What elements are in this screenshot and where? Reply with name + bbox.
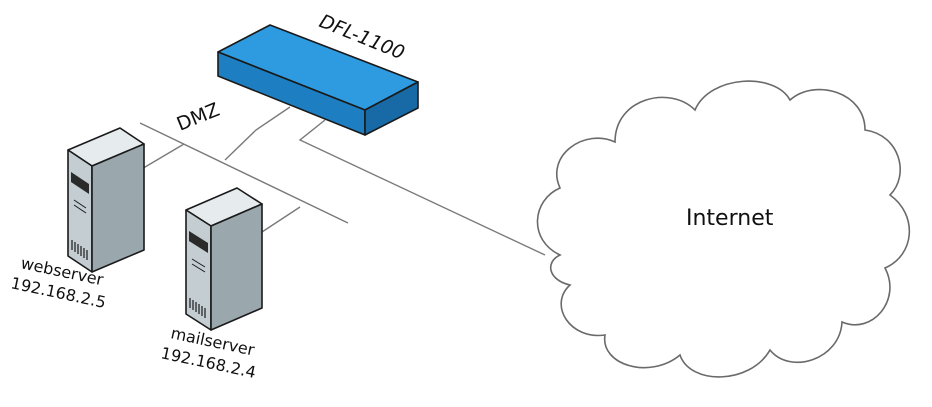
- mailserver-dmz-cable: [261, 206, 301, 233]
- webserver-vents: [71, 240, 88, 260]
- dmz-network-line: [139, 122, 349, 224]
- firewall-internet-cable: [298, 119, 546, 256]
- mailserver-side: [210, 203, 263, 331]
- webserver-front: [67, 149, 93, 273]
- mailserver-drive-bay: [189, 231, 208, 253]
- mailserver-icon: mailserver 192.168.2.4: [159, 187, 263, 382]
- webserver-icon: webserver 192.168.2.5: [9, 127, 145, 312]
- webserver-side: [91, 143, 145, 273]
- firewall-dmz-cable: [224, 106, 291, 161]
- firewall-device: DFL-1100: [217, 10, 419, 136]
- internet-cloud: Internet: [536, 80, 911, 378]
- cloud-shape: [536, 80, 911, 378]
- firewall-side: [364, 81, 419, 136]
- webserver-drive-bay: [71, 172, 89, 194]
- webserver-dmz-cable: [139, 143, 185, 171]
- mailserver-vents: [189, 298, 206, 318]
- internet-label: Internet: [686, 206, 774, 231]
- dmz-label: DMZ: [174, 99, 223, 136]
